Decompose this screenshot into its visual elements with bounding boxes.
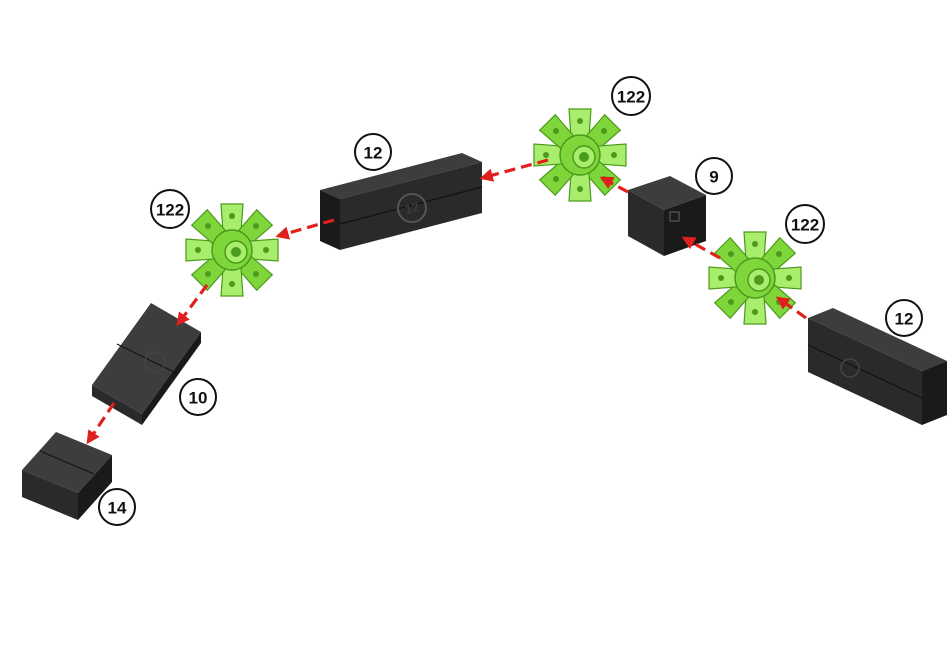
callout-rod-12-right: 12	[886, 300, 922, 336]
arrow-left-connector-to-rod10	[178, 285, 207, 324]
svg-text:122: 122	[791, 216, 819, 235]
svg-text:122: 122	[617, 88, 645, 107]
connector-122-top	[534, 109, 626, 201]
arrow-top-to-rod12	[482, 160, 548, 178]
svg-text:14: 14	[108, 499, 127, 518]
svg-text:10: 10	[189, 389, 208, 408]
connector-arm	[744, 296, 766, 324]
connector-arm	[221, 204, 243, 232]
connector-arm	[186, 239, 214, 261]
callout-connector-left: 122	[151, 190, 189, 228]
connector-arm	[709, 267, 737, 289]
connector-arm	[569, 109, 591, 137]
svg-text:9: 9	[709, 168, 718, 187]
rod-12-right	[808, 308, 947, 425]
connector-arm	[598, 144, 626, 166]
connector-arm	[744, 232, 766, 260]
callout-rod-12-top: 12	[355, 134, 391, 170]
arrow-rod10-to-rod14	[88, 403, 114, 442]
connector-arm	[250, 239, 278, 261]
callout-connector-right: 122	[786, 205, 824, 243]
callout-rod-10: 10	[180, 379, 216, 415]
svg-text:122: 122	[156, 201, 184, 220]
connector-arm	[221, 268, 243, 296]
svg-text:12: 12	[364, 144, 383, 163]
connector-122-left	[186, 204, 278, 296]
rod-9	[628, 176, 706, 256]
connector-arm	[773, 267, 801, 289]
callout-connector-top: 122	[612, 77, 650, 115]
connector-122-right	[709, 232, 801, 324]
callout-rod-9: 9	[696, 158, 732, 194]
rod-12-top: 12	[320, 153, 482, 250]
callout-rod-14: 14	[99, 489, 135, 525]
svg-text:12: 12	[895, 310, 914, 329]
connector-arm	[569, 173, 591, 201]
